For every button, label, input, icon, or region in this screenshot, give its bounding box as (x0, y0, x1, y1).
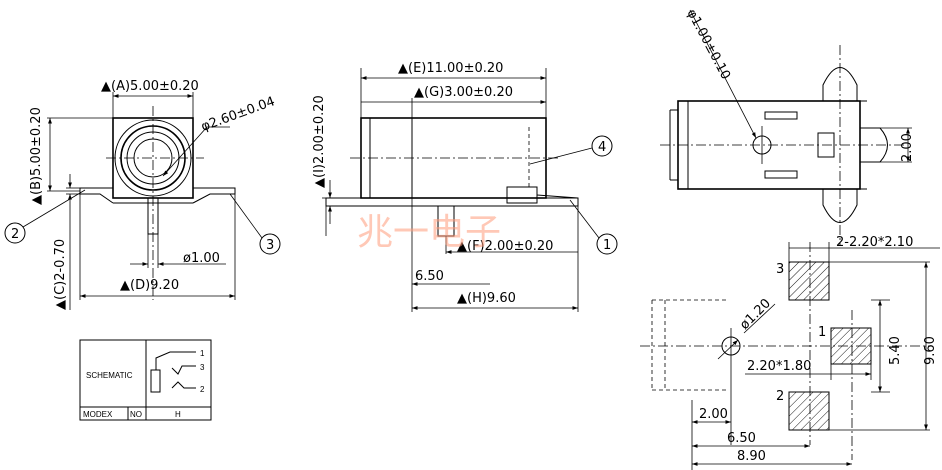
callout-4-circle (591, 135, 613, 157)
schematic-wire-2 (171, 381, 196, 389)
front-inner-circle (126, 131, 180, 185)
pad-2-rect (788, 391, 830, 431)
dim-h-label: ▲(H)9.60 (457, 291, 516, 306)
pad-3-label: 3 (776, 262, 784, 277)
phi-100-010-label: φ1.00±0.10 (683, 7, 733, 82)
dim-a-label: ▲(A)5.00±0.20 (101, 79, 199, 94)
pad-2-label: 2 (776, 389, 784, 404)
schematic-label: SCHEMATIC (86, 371, 133, 380)
pad-1-rect (830, 327, 872, 365)
callout-1-label: 1 (603, 238, 611, 253)
phi-120-leader (743, 303, 776, 334)
phi-100-010-leader (689, 9, 757, 139)
dim-650-side-label: 6.50 (415, 269, 444, 284)
callout-1-circle (596, 233, 618, 255)
pad-1-label: 1 (818, 325, 826, 340)
top-bulb-lower (822, 189, 858, 223)
schematic-no: NO (130, 410, 142, 419)
pcb-outline-hidden (651, 299, 728, 391)
schematic-value: H (175, 410, 181, 419)
dim-960-label: 9.60 (923, 336, 938, 365)
dim-i-label: ▲(I)2.00±0.20 (312, 95, 327, 188)
callout-2-circle (4, 222, 26, 244)
schematic-pin-2: 2 (200, 385, 205, 394)
side-view: ▲(E)11.00±0.20 ▲(G)3.00±0.20 ▲(I)2.00±0.… (312, 61, 618, 312)
schematic-modex: MODEX (83, 410, 113, 419)
phi-100-label: ø1.00 (183, 251, 220, 266)
callout-3-circle (259, 233, 281, 255)
dim-650-pcb-label: 6.50 (727, 431, 756, 446)
watermark: 兆一电子 (357, 212, 501, 253)
schematic-wire-3 (171, 365, 196, 375)
callout-4-label: 4 (598, 140, 606, 155)
side-pin-tab (506, 186, 538, 204)
phi-260-leader (162, 126, 208, 177)
dim-540-label: 5.40 (888, 336, 903, 365)
dim-pads-label: 2-2.20*2.10 (836, 235, 913, 250)
dim-d-label: ▲(D)9.20 (120, 278, 179, 293)
front-view: ▲(A)5.00±0.20 φ2.60±0.04 ▲(B)5.00±0.20 ▲… (4, 79, 281, 310)
top-slot-upper (764, 111, 798, 120)
schematic-box: SCHEMATIC 1 3 2 MODEX NO H (79, 339, 212, 421)
callout-2-leader (22, 189, 86, 228)
dim-b-label: ▲(B)5.00±0.20 (29, 107, 44, 205)
dim-e-label: ▲(E)11.00±0.20 (398, 61, 503, 76)
dim-200-pcb-label: 2.00 (699, 407, 728, 422)
dim-pad1-label: 2.20*1.80 (747, 359, 811, 374)
phi-260-label: φ2.60±0.04 (199, 94, 277, 135)
dim-890-label: 8.90 (737, 449, 766, 464)
callout-3-leader (229, 193, 263, 239)
callout-4-leader (529, 147, 593, 165)
side-base-plate (325, 197, 579, 207)
schematic-plug-symbol (150, 369, 161, 393)
callout-1-leader (569, 199, 600, 239)
top-slot-lower (764, 170, 798, 179)
phi-120-label: ø1.20 (737, 296, 774, 333)
schematic-pin-1: 1 (200, 349, 205, 358)
front-right-leg (192, 187, 236, 204)
front-center-pin (147, 197, 159, 235)
dim-c-label: ▲(C)2-0.70 (53, 239, 68, 310)
schematic-wire-1 (155, 351, 196, 370)
dim-g-label: ▲(G)3.00±0.20 (414, 85, 513, 100)
dim-f-label: ▲(F)2.00±0.20 (457, 239, 553, 254)
pcb-layout: ø1.20 3 1 2 2-2.20*2.10 5.40 9.60 2.20*1… (640, 235, 940, 470)
top-view: φ1.00±0.10 2.00 (660, 7, 915, 245)
dim-200-top-label: 2.00 (900, 133, 915, 162)
pad-3-rect (788, 261, 830, 301)
callout-2-label: 2 (11, 227, 19, 242)
schematic-pin-3: 3 (200, 363, 205, 372)
callout-3-label: 3 (266, 238, 274, 253)
